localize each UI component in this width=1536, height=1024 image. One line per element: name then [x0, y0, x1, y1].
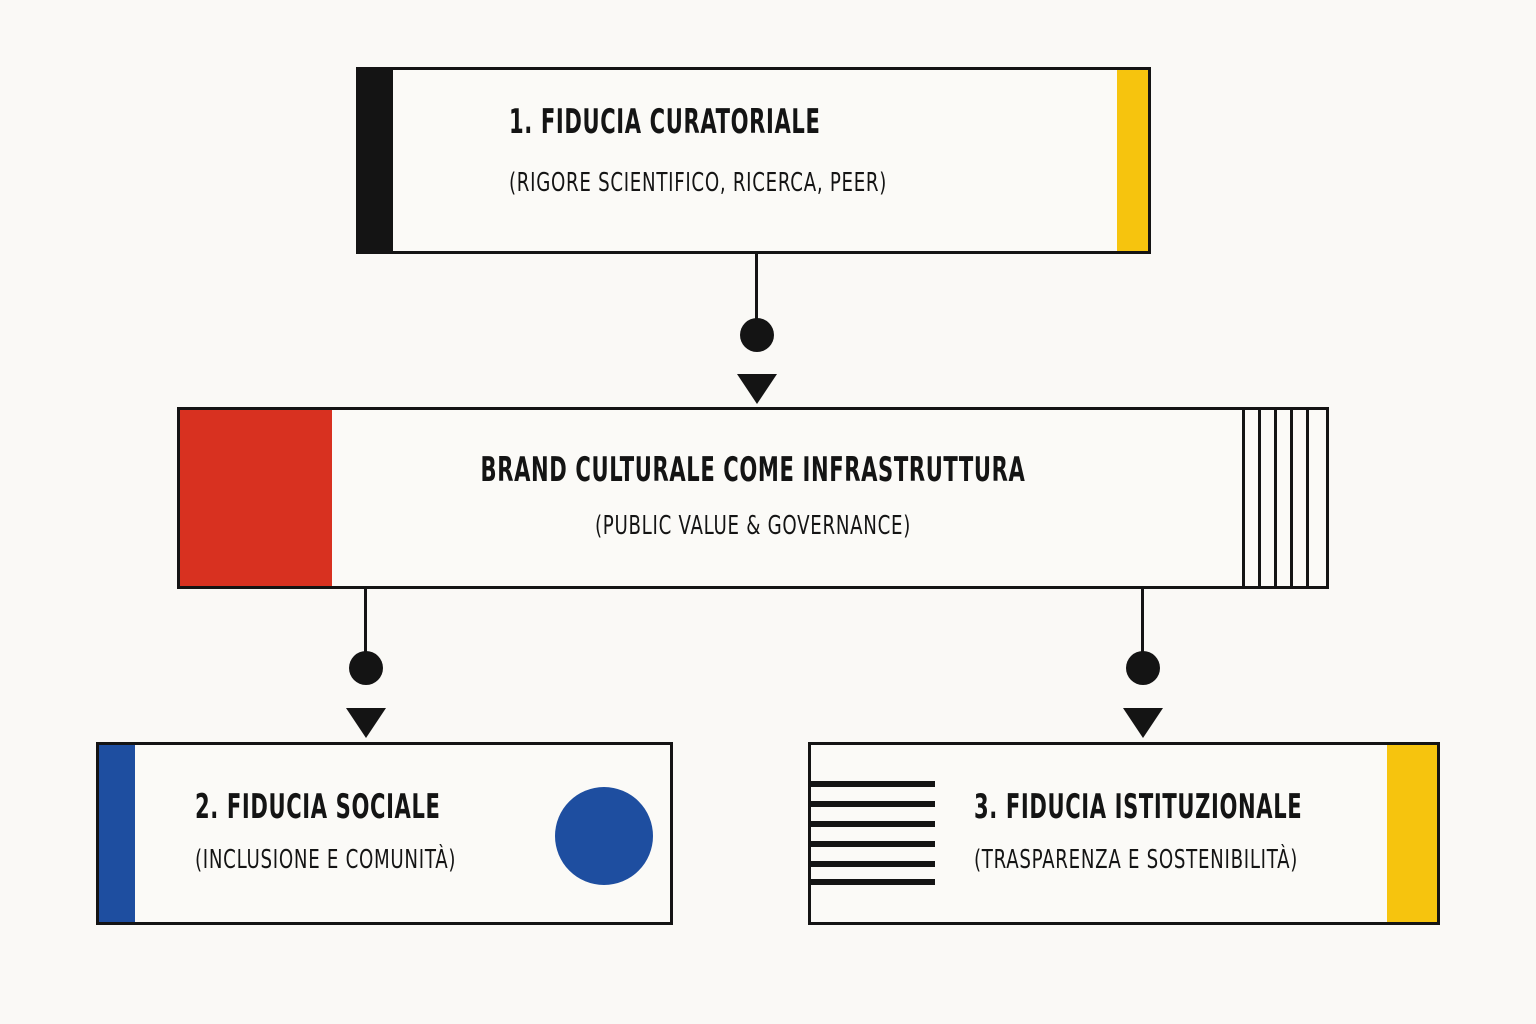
- connector-line: [1141, 589, 1144, 667]
- node-title: 3. FIDUCIA ISTITUZIONALE: [974, 787, 1303, 827]
- arrow-down-icon: [737, 374, 777, 404]
- vertical-stripe: [1242, 410, 1245, 586]
- yellow-accent-bar: [1387, 745, 1437, 922]
- connector-line: [364, 589, 367, 667]
- vertical-stripe: [1306, 410, 1309, 586]
- node-subtitle: (RIGORE SCIENTIFICO, RICERCA, PEER): [509, 168, 888, 198]
- horizontal-stripe: [811, 821, 935, 827]
- vertical-stripe: [1274, 410, 1277, 586]
- node-subtitle: (PUBLIC VALUE & GOVERNANCE): [594, 511, 912, 541]
- red-accent-block: [180, 410, 332, 586]
- vertical-stripe: [1258, 410, 1261, 586]
- vertical-stripe: [1290, 410, 1293, 586]
- connector-line: [755, 254, 758, 334]
- horizontal-stripe: [811, 879, 935, 885]
- node-social: 2. FIDUCIA SOCIALE (INCLUSIONE E COMUNIT…: [96, 742, 673, 925]
- node-title: 2. FIDUCIA SOCIALE: [195, 787, 441, 827]
- horizontal-stripe: [811, 861, 935, 867]
- connector-dot: [349, 651, 383, 685]
- arrow-down-icon: [346, 708, 386, 738]
- arrow-down-icon: [1123, 708, 1163, 738]
- node-title: 1. FIDUCIA CURATORIALE: [509, 102, 821, 142]
- blue-accent-bar: [99, 745, 135, 922]
- node-subtitle: (INCLUSIONE E COMUNITÀ): [195, 845, 457, 875]
- blue-circle-icon: [555, 787, 653, 885]
- node-brand: BRAND CULTURALE COME INFRASTRUTTURA (PUB…: [177, 407, 1329, 589]
- node-institutional: 3. FIDUCIA ISTITUZIONALE (TRASPARENZA E …: [808, 742, 1440, 925]
- connector-dot: [740, 318, 774, 352]
- node-subtitle: (TRASPARENZA E SOSTENIBILITÀ): [974, 845, 1299, 875]
- black-accent-bar: [359, 70, 393, 251]
- horizontal-stripe: [811, 801, 935, 807]
- connector-dot: [1126, 651, 1160, 685]
- yellow-accent-bar: [1117, 70, 1148, 251]
- node-title: BRAND CULTURALE COME INFRASTRUTTURA: [480, 450, 1026, 490]
- horizontal-stripe: [811, 781, 935, 787]
- horizontal-stripe: [811, 841, 935, 847]
- node-curatorial: 1. FIDUCIA CURATORIALE (RIGORE SCIENTIFI…: [356, 67, 1151, 254]
